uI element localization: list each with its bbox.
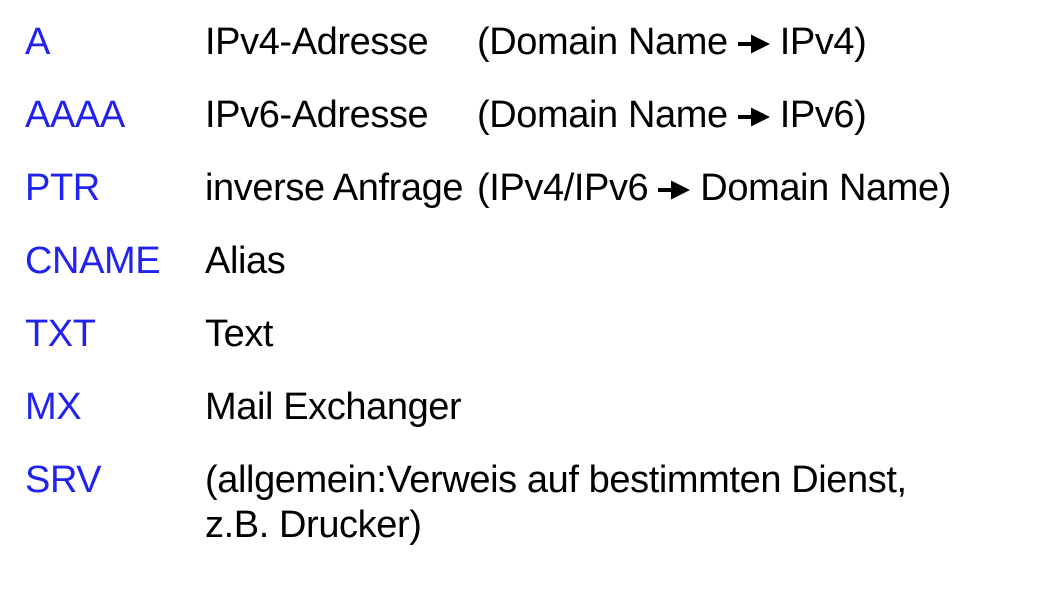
record-desc-line: z.B. Drucker) [205, 504, 422, 546]
record-desc-line-wrap: IPv6-Adresse (Domain Name IPv6) [205, 93, 1060, 138]
record-type-label: PTR [25, 167, 100, 209]
record-desc-line-wrap: Alias [205, 239, 1060, 284]
record-note: (IPv4/IPv6 Domain Name) [477, 166, 951, 211]
arrow-right-icon [737, 32, 771, 54]
record-row: TXT Text [25, 312, 1060, 357]
record-desc-text: Text [205, 313, 274, 355]
record-row: SRV (allgemein:Verweis auf bestimmten Die… [25, 458, 1060, 548]
record-note-pre: (Domain Name [477, 94, 728, 136]
record-desc-line-wrap: IPv4-Adresse (Domain Name IPv4) [205, 20, 1060, 65]
record-desc-line-wrap: (allgemein:Verweis auf bestimmten Dienst… [205, 458, 1060, 503]
record-note-pre: (IPv4/IPv6 [477, 167, 649, 209]
arrow-right-icon [737, 105, 771, 127]
record-row: A IPv4-Adresse (Domain Name IPv4) [25, 20, 1060, 65]
record-desc-text: Alias [205, 240, 286, 282]
record-type-label: CNAME [25, 240, 161, 282]
record-list: A IPv4-Adresse (Domain Name IPv4) AAAA IPv6-A… [25, 20, 1060, 548]
record-note-post: IPv4) [779, 21, 867, 63]
record-note-post: IPv6) [779, 94, 867, 136]
record-type-label: AAAA [25, 94, 125, 136]
record-desc-text: IPv4-Adresse [205, 21, 429, 63]
record-note: (Domain Name IPv6) [477, 93, 867, 138]
record-desc-text: IPv6-Adresse [205, 94, 429, 136]
arrow-right-icon [657, 178, 691, 200]
record-description: Text [205, 312, 1060, 357]
record-type-label: A [25, 21, 50, 63]
record-description: Mail Exchanger [205, 385, 1060, 430]
record-type-label: TXT [25, 313, 96, 355]
record-desc-line: (allgemein:Verweis auf bestimmten Dienst… [205, 459, 907, 501]
record-row: MX Mail Exchanger [25, 385, 1060, 430]
record-description: (allgemein:Verweis auf bestimmten Dienst… [205, 458, 1060, 548]
record-description: IPv4-Adresse (Domain Name IPv4) [205, 20, 1060, 65]
record-desc-line-wrap: z.B. Drucker) [205, 503, 1060, 548]
record-row: CNAME Alias [25, 239, 1060, 284]
record-row: PTR inverse Anfrage (IPv4/IPv6 Domain Name) [25, 166, 1060, 211]
record-note-post: Domain Name) [700, 167, 952, 209]
record-description: IPv6-Adresse (Domain Name IPv6) [205, 93, 1060, 138]
record-row: AAAA IPv6-Adresse (Domain Name IPv6) [25, 93, 1060, 138]
record-desc-line-wrap: inverse Anfrage (IPv4/IPv6 Domain Name) [205, 166, 1060, 211]
record-note: (Domain Name IPv4) [477, 20, 867, 65]
record-desc-line-wrap: Mail Exchanger [205, 385, 1060, 430]
record-desc-text: inverse Anfrage [205, 167, 464, 209]
record-description: Alias [205, 239, 1060, 284]
record-description: inverse Anfrage (IPv4/IPv6 Domain Name) [205, 166, 1060, 211]
record-desc-text: Mail Exchanger [205, 386, 462, 428]
record-type-label: MX [25, 386, 82, 428]
record-note-pre: (Domain Name [477, 21, 728, 63]
record-type-label: SRV [25, 459, 102, 501]
record-desc-line-wrap: Text [205, 312, 1060, 357]
